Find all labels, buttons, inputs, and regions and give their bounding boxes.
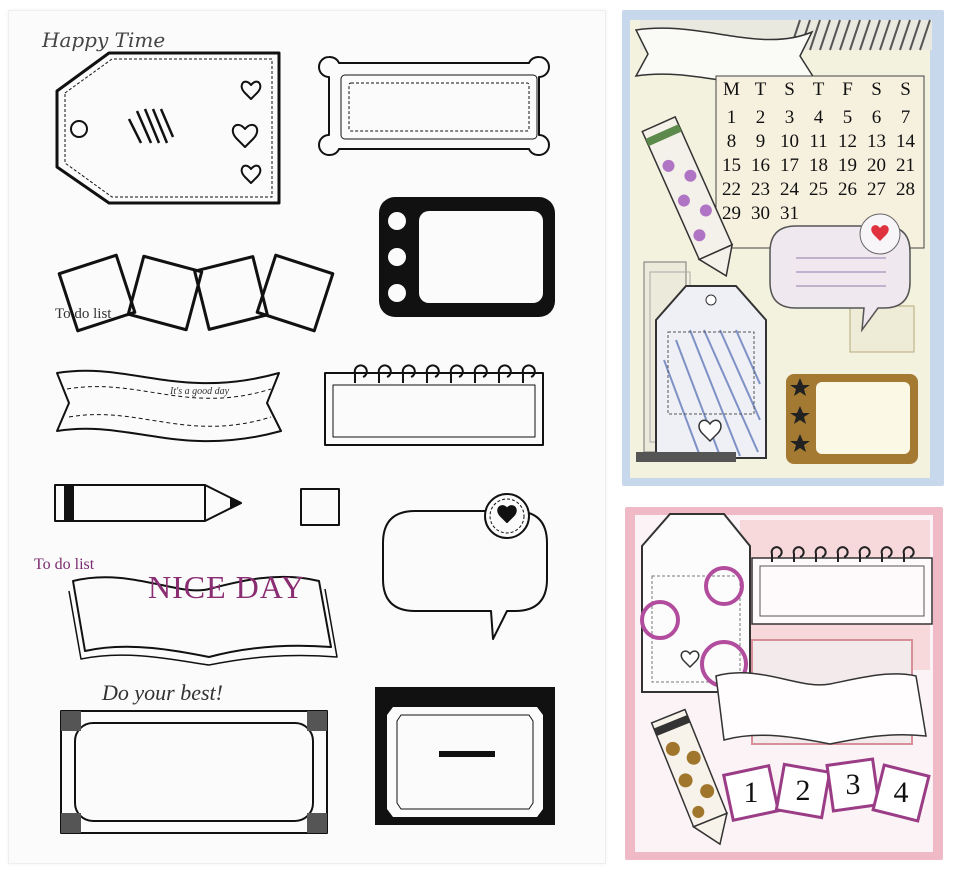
calendar-date: 21 bbox=[896, 155, 915, 176]
number-tile-3: 3 bbox=[845, 768, 861, 801]
calendar-date: 16 bbox=[751, 155, 770, 176]
calendar-date: 8 bbox=[726, 131, 737, 152]
calendar-weekday: T bbox=[812, 79, 825, 100]
calendar-date: 20 bbox=[867, 155, 886, 176]
calendar-date: 23 bbox=[751, 179, 770, 200]
calendar-date: 11 bbox=[809, 131, 828, 152]
calendar-weekday: F bbox=[842, 79, 853, 100]
calendar-date: 15 bbox=[722, 155, 741, 176]
book-banner-stamp bbox=[68, 575, 338, 666]
calendar-weekday: M bbox=[723, 79, 740, 100]
squares-stamp bbox=[57, 253, 335, 333]
calendar-date: 2 bbox=[755, 107, 766, 128]
stamp-sheet bbox=[8, 10, 606, 864]
calendar-date: 12 bbox=[838, 131, 857, 152]
todo-tag-label: To do list bbox=[55, 306, 112, 322]
calendar-weekday: T bbox=[754, 79, 767, 100]
stamp-outlines bbox=[54, 51, 555, 834]
happy-time-banner: Happy Time bbox=[42, 28, 166, 52]
calendar-date: 31 bbox=[780, 203, 799, 224]
calendar-date: 17 bbox=[780, 155, 799, 176]
notepad-stamp bbox=[324, 364, 544, 446]
tv-frame-stamp bbox=[379, 197, 555, 317]
bone-frame-stamp bbox=[318, 55, 550, 157]
calendar-date: 25 bbox=[809, 179, 828, 200]
number-tile-4: 4 bbox=[893, 776, 909, 809]
calendar-date: 1 bbox=[726, 107, 737, 128]
speech-bubble-stamp bbox=[382, 493, 548, 640]
calendar-weekday: S bbox=[900, 79, 911, 100]
calendar-date: 19 bbox=[838, 155, 857, 176]
number-tile-1: 1 bbox=[743, 776, 759, 809]
calendar-date: 24 bbox=[780, 179, 799, 200]
long-frame-stamp bbox=[60, 710, 328, 834]
calendar-date: 22 bbox=[722, 179, 741, 200]
todo-tag-label-2: To do list bbox=[34, 556, 95, 573]
ribbon-stamp bbox=[56, 369, 282, 443]
calendar-date: 7 bbox=[900, 107, 911, 128]
number-tile-2: 2 bbox=[795, 774, 811, 807]
calendar-date: 10 bbox=[780, 131, 799, 152]
calendar-weekday: S bbox=[871, 79, 882, 100]
calendar-date: 29 bbox=[722, 203, 741, 224]
do-your-best-text: Do your best! bbox=[102, 680, 223, 705]
calendar-date: 18 bbox=[809, 155, 828, 176]
calendar-weekday: S bbox=[784, 79, 795, 100]
good-day-note: It's a good day bbox=[170, 386, 230, 397]
calendar-date: 9 bbox=[755, 131, 766, 152]
calendar-date: 26 bbox=[838, 179, 857, 200]
calendar-date: 14 bbox=[896, 131, 915, 152]
small-square-stamp bbox=[300, 488, 340, 526]
calendar-date: 27 bbox=[867, 179, 886, 200]
calendar-date: 30 bbox=[751, 203, 770, 224]
calendar-date: 28 bbox=[896, 179, 915, 200]
calendar-date: 4 bbox=[813, 107, 824, 128]
calendar-date: 5 bbox=[842, 107, 853, 128]
label-frame-stamp bbox=[375, 687, 555, 825]
nice-day-text: NICE DAY bbox=[148, 569, 306, 605]
calendar-date: 3 bbox=[784, 107, 795, 128]
pencil-stamp bbox=[54, 484, 242, 522]
calendar-date: 13 bbox=[867, 131, 886, 152]
calendar-date: 6 bbox=[871, 107, 882, 128]
price-tag-stamp bbox=[55, 51, 281, 205]
